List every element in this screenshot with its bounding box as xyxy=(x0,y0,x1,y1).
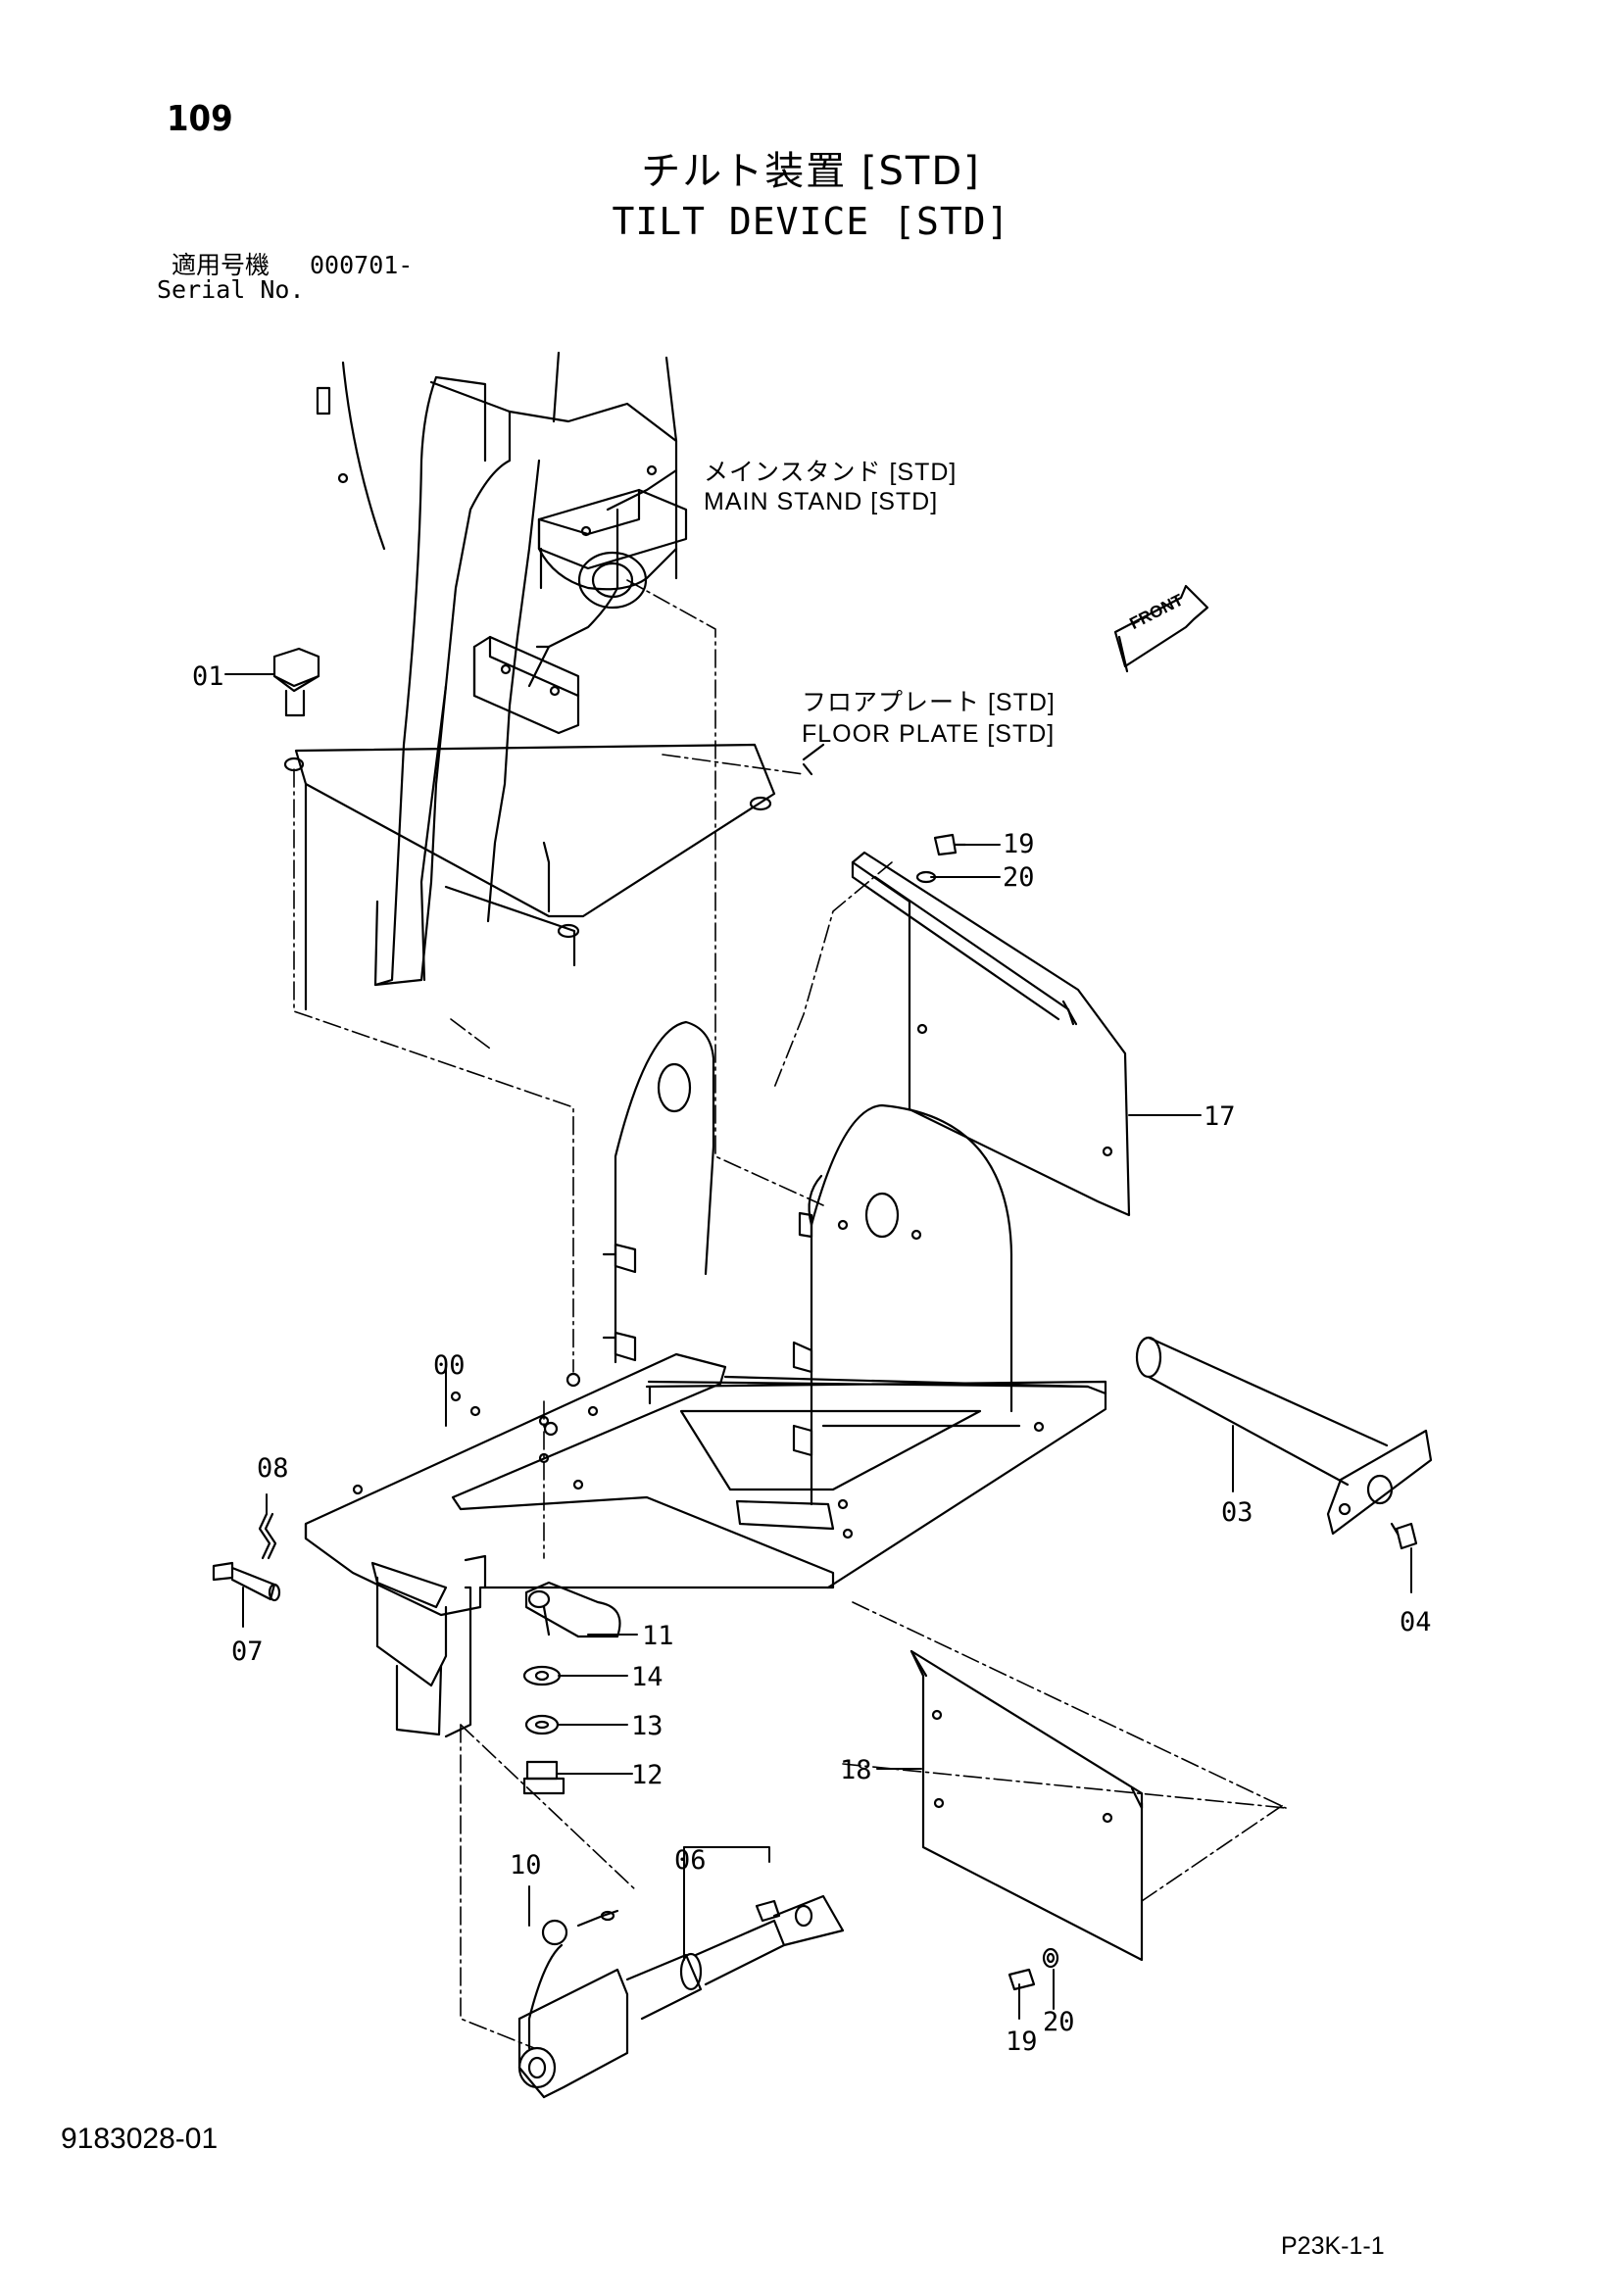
cover-plate-17-drawing xyxy=(853,853,1129,1215)
main-stand-label-en: MAIN STAND [STD] xyxy=(704,488,939,515)
main-stand-drawing xyxy=(318,353,686,985)
part-number-17: 17 xyxy=(1204,1101,1236,1132)
pin-03-drawing xyxy=(1137,1338,1431,1534)
small-parts-drawing xyxy=(214,649,1416,2097)
floor-plate-drawing xyxy=(285,745,823,1009)
part-number-20-bottom: 20 xyxy=(1043,2007,1075,2037)
part-number-11: 11 xyxy=(642,1621,674,1651)
frame-drawing xyxy=(306,1022,1106,1736)
part-number-13: 13 xyxy=(631,1711,664,1741)
front-arrow-icon xyxy=(1115,586,1207,671)
floor-plate-label-jp: フロアプレート [STD] xyxy=(802,689,1056,716)
part-number-20-top: 20 xyxy=(1003,862,1035,893)
page-number: 109 xyxy=(167,99,233,139)
part-number-07: 07 xyxy=(231,1637,264,1667)
serial-label-japanese: 適用号機 xyxy=(172,251,270,279)
main-stand-label-jp: メインスタンド [STD] xyxy=(704,459,958,486)
part-number-06: 06 xyxy=(674,1845,707,1876)
part-number-12: 12 xyxy=(631,1760,664,1790)
cover-plate-18-drawing xyxy=(911,1651,1142,1960)
part-number-leaders xyxy=(225,674,1411,2019)
part-number-01: 01 xyxy=(192,661,224,692)
part-number-10: 10 xyxy=(510,1850,542,1881)
serial-label-english: Serial No. xyxy=(157,275,305,304)
part-number-08: 08 xyxy=(257,1453,289,1484)
part-number-00: 00 xyxy=(433,1350,466,1381)
serial-number-value: 000701- xyxy=(310,251,414,279)
document-id: 9183028-01 xyxy=(61,2123,219,2155)
title-japanese: チルト装置 [STD] xyxy=(641,149,981,194)
part-number-18: 18 xyxy=(840,1755,872,1785)
floor-plate-label-en: FLOOR PLATE [STD] xyxy=(802,720,1056,748)
part-number-19-top: 19 xyxy=(1003,829,1035,859)
part-number-04: 04 xyxy=(1400,1607,1432,1637)
part-number-19-bottom: 19 xyxy=(1006,2027,1038,2057)
leader-lines xyxy=(294,580,1286,2048)
title-english: TILT DEVICE [STD] xyxy=(612,200,1010,243)
reference-id: P23K-1-1 xyxy=(1281,2232,1385,2260)
part-number-03: 03 xyxy=(1221,1497,1253,1528)
part-number-14: 14 xyxy=(631,1662,664,1692)
